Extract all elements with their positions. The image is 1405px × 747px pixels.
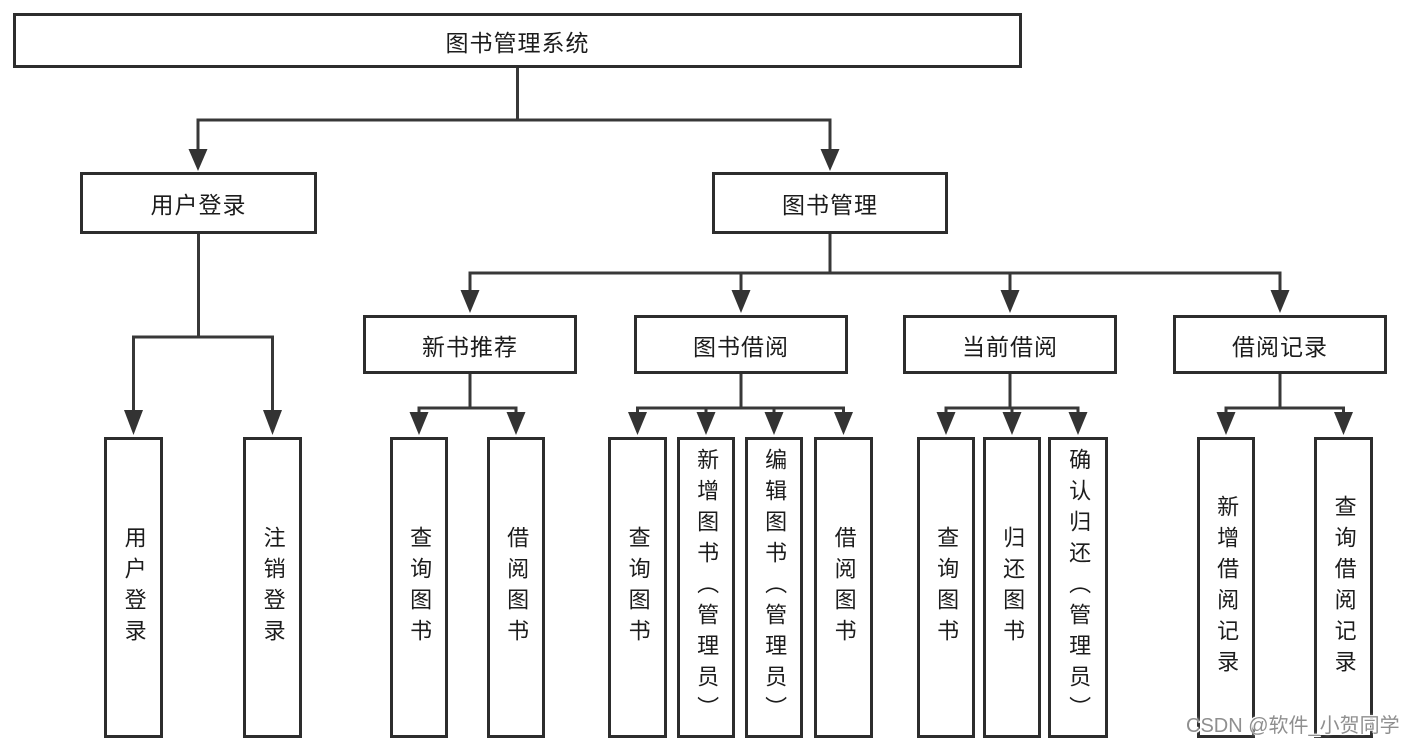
node-book-borrow: 图书借阅 [634, 315, 848, 374]
branch-new-book-recommend [409, 374, 526, 435]
node-root: 图书管理系统 [13, 13, 1022, 68]
node-new-book-recommend-label: 新书推荐 [422, 333, 518, 360]
leaf-return-book-label: 归还图书 [1000, 525, 1026, 650]
branch-book-borrow [628, 374, 853, 435]
leaf-edit-book-admin: 编辑图书（管理员） [745, 437, 803, 738]
node-current-borrow: 当前借阅 [903, 315, 1117, 374]
node-current-borrow-label: 当前借阅 [962, 333, 1058, 360]
leaf-query-book-current-label: 查询图书 [934, 525, 960, 650]
node-book-borrow-label: 图书借阅 [693, 333, 789, 360]
node-borrow-records: 借阅记录 [1173, 315, 1387, 374]
leaf-borrow-book-new-label: 借阅图书 [504, 525, 530, 650]
leaf-logout-label: 注销登录 [260, 525, 286, 650]
node-new-book-recommend: 新书推荐 [363, 315, 577, 374]
leaf-borrow-book-borrow: 借阅图书 [814, 437, 873, 738]
leaf-edit-book-admin-label: 编辑图书（管理员） [762, 448, 788, 727]
leaf-borrow-book-borrow-label: 借阅图书 [831, 525, 857, 650]
branch-root [188, 68, 840, 171]
branch-book-management [460, 234, 1290, 313]
leaf-query-borrow-record-label: 查询借阅记录 [1331, 494, 1357, 681]
node-root-label: 图书管理系统 [445, 29, 590, 56]
leaf-user-login-label: 用户登录 [121, 525, 147, 650]
leaf-query-book-current: 查询图书 [917, 437, 975, 738]
leaf-query-book-new-label: 查询图书 [407, 525, 433, 650]
leaf-add-borrow-record: 新增借阅记录 [1197, 437, 1255, 738]
node-book-management-label: 图书管理 [782, 192, 878, 218]
leaf-add-borrow-record-label: 新增借阅记录 [1214, 494, 1240, 681]
leaf-add-book-admin: 新增图书（管理员） [677, 437, 735, 738]
node-user-login-label: 用户登录 [150, 192, 247, 218]
branch-user-login [124, 234, 282, 435]
node-user-login: 用户登录 [80, 172, 317, 234]
leaf-borrow-book-new: 借阅图书 [487, 437, 545, 738]
branch-current-borrow [936, 374, 1088, 435]
leaf-query-book-borrow-label: 查询图书 [625, 525, 651, 650]
node-book-management: 图书管理 [712, 172, 948, 234]
leaf-query-book-new: 查询图书 [390, 437, 448, 738]
leaf-query-book-borrow: 查询图书 [608, 437, 667, 738]
leaf-query-borrow-record: 查询借阅记录 [1314, 437, 1373, 738]
csdn-watermark: CSDN @软件_小贺同学 [1186, 715, 1400, 737]
leaf-confirm-return-admin-label: 确认归还（管理员） [1066, 448, 1092, 727]
leaf-add-book-admin-label: 新增图书（管理员） [694, 448, 720, 727]
leaf-return-book: 归还图书 [983, 437, 1041, 738]
leaf-user-login: 用户登录 [104, 437, 163, 738]
leaf-logout: 注销登录 [243, 437, 302, 738]
branch-borrow-records [1216, 374, 1353, 435]
leaf-confirm-return-admin: 确认归还（管理员） [1048, 437, 1108, 738]
node-borrow-records-label: 借阅记录 [1232, 333, 1328, 360]
